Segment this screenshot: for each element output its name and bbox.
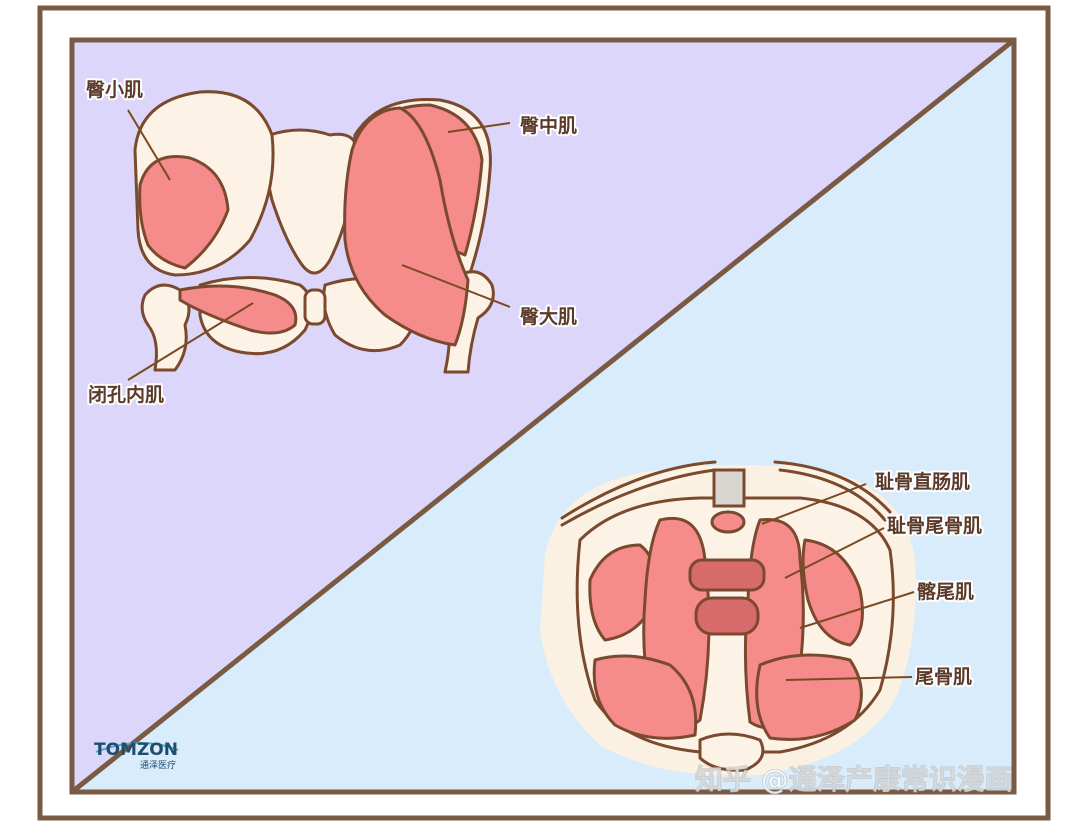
pelvic-floor-illustration: 耻骨直肠肌 耻骨尾骨肌 髂尾肌 尾骨肌 [540,460,984,776]
label-gluteus-medius: 臀中肌 [520,114,577,137]
label-gluteus-maximus: 臀大肌 [520,305,577,328]
leader-puborectalis [761,483,867,525]
tomzon-logo: TOMZON 通泽医疗 [94,740,179,771]
leader-gluteus-medius [447,122,511,133]
label-obturator-internus: 闭孔内肌 [88,383,164,406]
watermark-text: 知乎 @通泽产康常识漫画 [695,763,1013,796]
pubic-symphysis-block [712,468,746,508]
gluteus-maximus-muscle [343,106,470,347]
label-coccygeus: 尾骨肌 [915,666,972,688]
diagonal-divider [70,38,1016,794]
label-iliococcygeus: 髂尾肌 [917,580,974,603]
pelvic-top-fibers [560,460,892,527]
label-gluteus-minimus: 臀小肌 [86,79,143,101]
logo-sub-text: 通泽医疗 [140,759,176,771]
label-pubococcygeus: 耻骨尾骨肌 [887,514,982,537]
leader-obturator-internus [127,302,254,381]
left-iliococcygeus-muscle [592,654,698,740]
leader-gluteus-maximus [401,264,511,308]
label-puborectalis: 耻骨直肠肌 [875,470,970,493]
anal-opening [694,596,760,636]
logo-swoosh-icon [95,742,179,753]
leader-gluteus-minimus [127,109,171,181]
right-obturator-muscle [801,538,864,647]
pubic-symphysis [303,288,327,326]
right-iliococcygeus-muscle [755,653,863,742]
sacrum [264,128,360,275]
coccyx [698,732,765,772]
inner-frame [69,37,1017,795]
gluteus-minimus-muscle [138,155,230,270]
leader-iliococcygeus [799,591,915,629]
logo-main-text: TOMZON [94,740,178,760]
hip-illustration: 臀小肌 臀中肌 臀大肌 闭孔内肌 [84,77,579,408]
obturator-internus-muscle [178,284,298,335]
leader-pubococcygeus [784,527,885,579]
vaginal-opening [688,558,766,592]
urethral-opening [710,510,746,534]
leader-coccygeus [785,676,913,681]
